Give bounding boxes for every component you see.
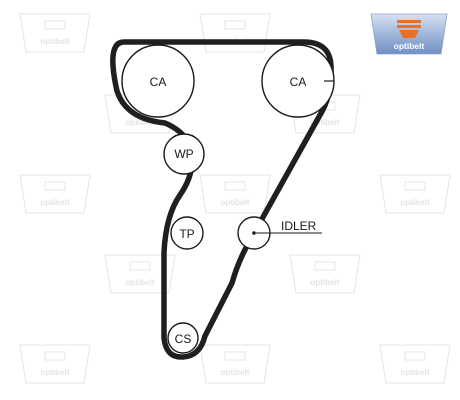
- watermark-tile: optibelt: [19, 174, 91, 214]
- idler-pulley: IDLER: [237, 216, 322, 250]
- watermark-text: optibelt: [221, 368, 250, 377]
- camshaft-left-label: CA: [150, 75, 167, 89]
- tensioner-pulley: TP: [170, 216, 204, 250]
- watermark-text: optibelt: [401, 198, 430, 207]
- watermark-text: optibelt: [41, 198, 70, 207]
- watermark-text: optibelt: [401, 368, 430, 377]
- watermark-layer: optibelt optibelt optibelt optibelt optibelt…: [19, 13, 451, 384]
- water-pump-pulley: WP: [163, 133, 205, 175]
- watermark-text: optibelt: [41, 368, 70, 377]
- watermark-text: optibelt: [126, 278, 155, 287]
- logo-text: optibelt: [394, 41, 425, 51]
- watermark-tile: optibelt: [199, 174, 271, 214]
- idler-callout-label: IDLER: [281, 219, 317, 233]
- watermark-text: optibelt: [311, 278, 340, 287]
- watermark-tile: optibelt: [19, 13, 91, 53]
- watermark-tile: optibelt: [289, 254, 361, 294]
- idler-center-dot: [252, 231, 256, 235]
- watermark-tile: optibelt: [379, 344, 451, 384]
- watermark-text: optibelt: [311, 118, 340, 127]
- water-pump-label: WP: [174, 147, 193, 161]
- crankshaft-pulley: CS: [167, 322, 199, 354]
- camshaft-pulley-right: CA: [261, 44, 335, 118]
- watermark-tile: optibelt: [379, 174, 451, 214]
- tensioner-label: TP: [179, 227, 194, 241]
- watermark-tile: optibelt: [104, 254, 176, 294]
- watermark-text: optibelt: [221, 198, 250, 207]
- camshaft-right-label: CA: [290, 75, 307, 89]
- watermark-tile: optibelt: [199, 344, 271, 384]
- camshaft-pulley-left: CA: [121, 44, 195, 118]
- optibelt-logo: optibelt: [370, 13, 448, 55]
- watermark-tile: optibelt: [19, 344, 91, 384]
- watermark-text: optibelt: [126, 118, 155, 127]
- watermark-text: optibelt: [41, 37, 70, 46]
- crankshaft-label: CS: [175, 332, 192, 346]
- watermark-tile: optibelt: [199, 13, 271, 53]
